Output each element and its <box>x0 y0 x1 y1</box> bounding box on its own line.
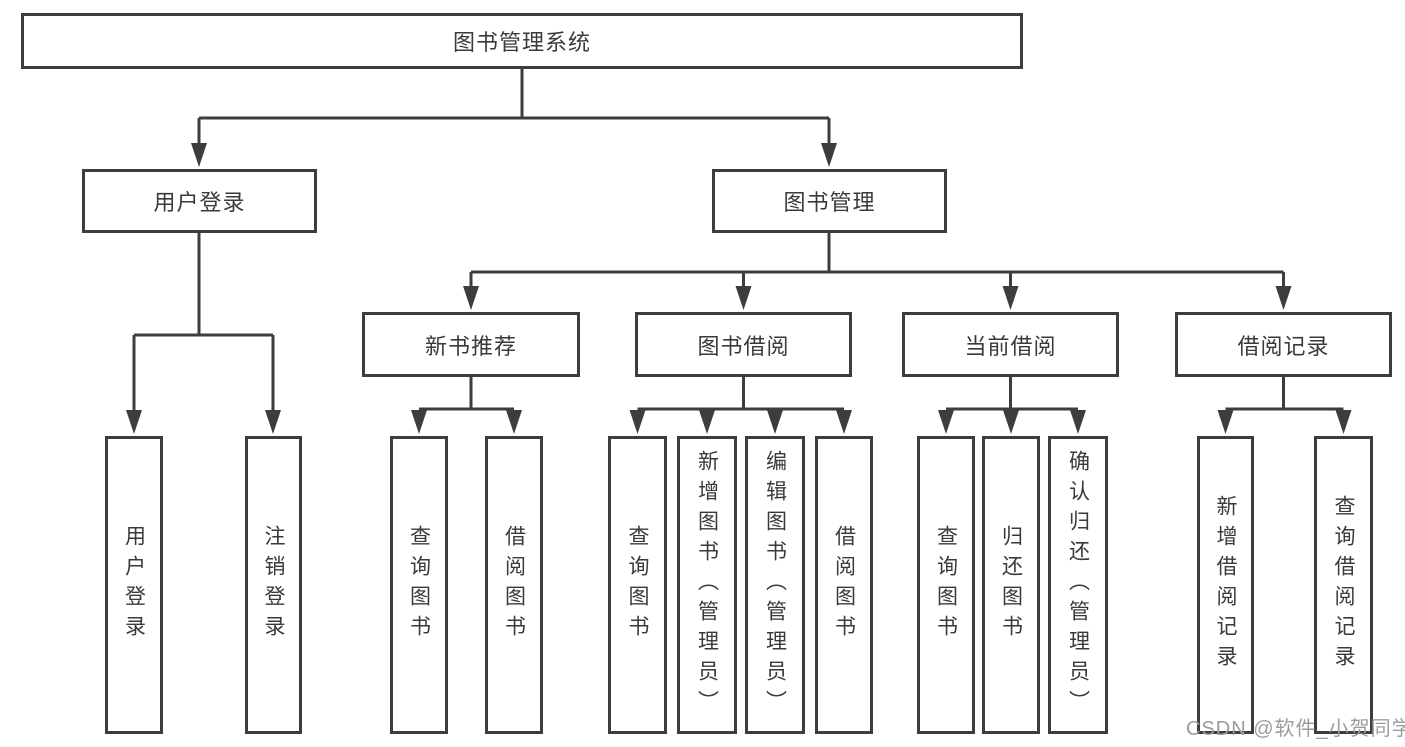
node-label: 图书管理 <box>783 190 876 215</box>
node-leaf-query-books-1: 查询图书 <box>390 436 448 734</box>
node-leaf-query-books-3: 查询图书 <box>917 436 975 734</box>
node-label: 当前借阅 <box>964 333 1057 359</box>
csdn-watermark: CSDN @软件_小贺同学 <box>1186 718 1405 740</box>
node-label: 用户登录 <box>153 190 246 215</box>
node-borrow-records: 借阅记录 <box>1175 312 1392 377</box>
node-book-management: 图书管理 <box>712 169 947 233</box>
node-leaf-confirm-return-admin: 确认归还（管理员） <box>1048 436 1108 734</box>
node-leaf-logout: 注销登录 <box>245 436 302 734</box>
node-leaf-add-books-admin: 新增图书（管理员） <box>677 436 737 734</box>
node-label: 查询图书 <box>407 525 431 645</box>
node-label: 新增借阅记录 <box>1214 495 1237 675</box>
node-current-borrow: 当前借阅 <box>902 312 1119 377</box>
node-leaf-query-books-2: 查询图书 <box>608 436 667 734</box>
node-new-book-recommend: 新书推荐 <box>362 312 580 377</box>
node-label: 新书推荐 <box>424 333 517 359</box>
node-label: 图书管理系统 <box>452 30 591 55</box>
node-label: 图书借阅 <box>697 333 790 359</box>
node-leaf-edit-books-admin: 编辑图书（管理员） <box>745 436 805 734</box>
node-leaf-borrow-books-2: 借阅图书 <box>815 436 873 734</box>
node-label: 编辑图书（管理员） <box>763 450 787 720</box>
node-label: 查询图书 <box>626 525 649 645</box>
node-book-borrow: 图书借阅 <box>635 312 852 377</box>
node-leaf-user-login: 用户登录 <box>105 436 163 734</box>
node-label: 新增图书（管理员） <box>695 450 719 720</box>
node-label: 借阅记录 <box>1237 333 1330 359</box>
node-leaf-borrow-books-1: 借阅图书 <box>485 436 543 734</box>
node-user-login: 用户登录 <box>82 169 317 233</box>
node-label: 归还图书 <box>999 525 1023 645</box>
node-label: 注销登录 <box>262 525 285 645</box>
node-library-system: 图书管理系统 <box>21 13 1023 69</box>
node-label: 借阅图书 <box>502 525 526 645</box>
node-leaf-add-borrow-record: 新增借阅记录 <box>1197 436 1254 734</box>
node-leaf-return-books: 归还图书 <box>982 436 1040 734</box>
node-label: 确认归还（管理员） <box>1066 450 1090 720</box>
node-label: 用户登录 <box>122 525 146 645</box>
node-label: 借阅图书 <box>832 525 856 645</box>
node-label: 查询借阅记录 <box>1332 495 1355 675</box>
node-leaf-query-borrow-record: 查询借阅记录 <box>1314 436 1373 734</box>
node-label: 查询图书 <box>934 525 958 645</box>
